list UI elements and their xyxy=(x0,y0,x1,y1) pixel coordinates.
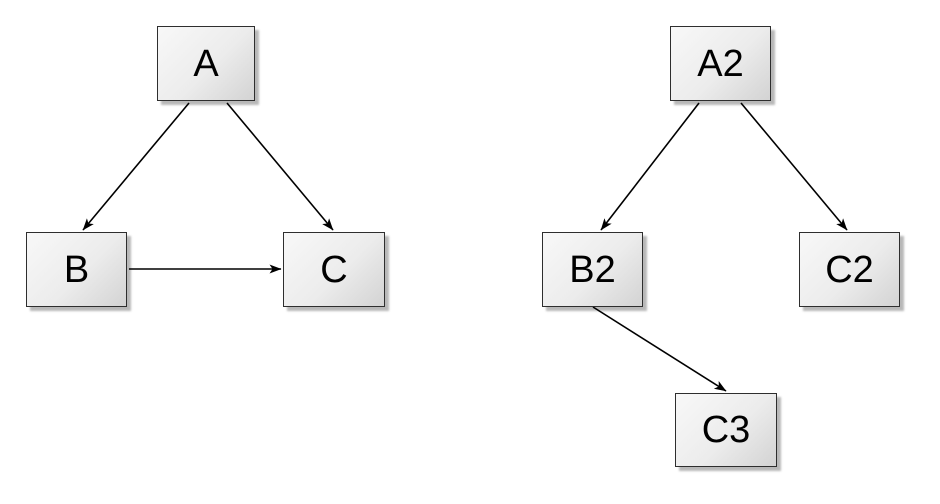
node-label: C2 xyxy=(825,248,874,291)
node-A[interactable]: A xyxy=(157,26,255,101)
node-C3[interactable]: C3 xyxy=(675,393,777,467)
node-B2[interactable]: B2 xyxy=(542,232,643,307)
edge-A2-C2[interactable] xyxy=(740,102,848,231)
node-C2[interactable]: C2 xyxy=(799,232,900,307)
edge-B2-C3[interactable] xyxy=(592,306,727,392)
node-label: C xyxy=(320,248,348,291)
node-label: A2 xyxy=(697,42,744,85)
node-C[interactable]: C xyxy=(283,232,385,307)
node-label: C3 xyxy=(701,409,751,451)
node-A2[interactable]: A2 xyxy=(670,26,771,101)
node-label: B2 xyxy=(569,248,616,291)
edge-A-C[interactable] xyxy=(226,102,334,231)
node-label: B xyxy=(63,248,90,291)
node-B[interactable]: B xyxy=(26,232,127,307)
node-label: A xyxy=(193,42,219,85)
edge-A2-B2[interactable] xyxy=(600,102,700,231)
edge-A-B[interactable] xyxy=(82,102,190,231)
